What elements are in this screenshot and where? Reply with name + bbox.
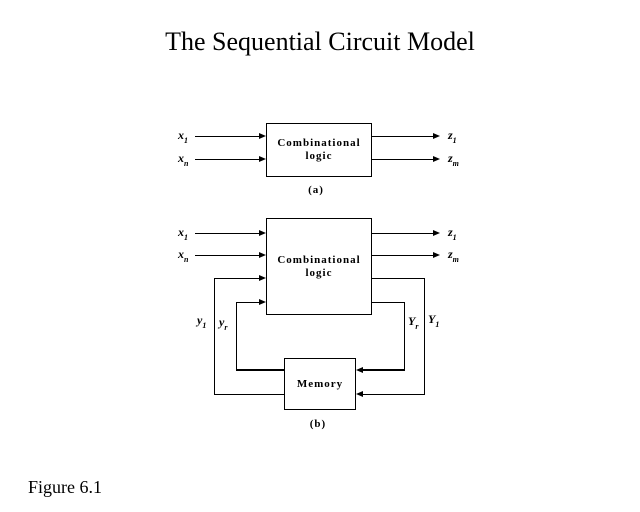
label-z1-b: z1 bbox=[448, 225, 457, 242]
label-x1-b: x1 bbox=[178, 225, 188, 242]
wire-Yr-memory-in bbox=[363, 369, 404, 371]
combinational-logic-box-b-label2: logic bbox=[305, 266, 333, 279]
wire-xn-a bbox=[195, 159, 259, 160]
arrowhead-zm-a bbox=[433, 156, 440, 162]
wire-yr-vertical bbox=[236, 302, 237, 371]
wire-yr-memory-out bbox=[236, 369, 284, 371]
wire-xn-b bbox=[195, 255, 259, 256]
label-y1: y1 bbox=[197, 313, 207, 330]
wire-Y1-memory-in bbox=[363, 394, 424, 395]
arrowhead-z1-b bbox=[433, 230, 440, 236]
wire-x1-b bbox=[195, 233, 259, 234]
arrowhead-zm-b bbox=[433, 252, 440, 258]
wire-zm-b bbox=[372, 255, 433, 256]
arrowhead-xn-a bbox=[259, 156, 266, 162]
arrowhead-x1-a bbox=[259, 133, 266, 139]
wire-z1-b bbox=[372, 233, 433, 234]
wire-Y1-vertical bbox=[424, 278, 425, 395]
wire-x1-a bbox=[195, 136, 259, 137]
arrowhead-Yr-memory bbox=[356, 367, 363, 373]
label-xn-b: xn bbox=[178, 247, 189, 264]
wire-y1-feedback-in bbox=[214, 278, 259, 279]
combinational-logic-box-a-label2: logic bbox=[305, 150, 333, 162]
wire-zm-a bbox=[372, 159, 433, 160]
label-zm-a: zm bbox=[448, 151, 459, 168]
arrowhead-x1-b bbox=[259, 230, 266, 236]
caption-b: (b) bbox=[309, 418, 327, 430]
wire-yr-feedback-in bbox=[236, 302, 259, 303]
arrowhead-Y1-memory bbox=[356, 391, 363, 397]
wire-Yr-vertical bbox=[404, 302, 405, 371]
figure-number: Figure 6.1 bbox=[28, 477, 102, 497]
label-Yr: Yr bbox=[408, 314, 419, 331]
memory-box-label: Memory bbox=[296, 377, 344, 390]
label-zm-b: zm bbox=[448, 247, 459, 264]
wire-Y1-out bbox=[372, 278, 425, 279]
page-title: The Sequential Circuit Model bbox=[165, 27, 475, 56]
caption-a: (a) bbox=[308, 184, 324, 196]
label-xn-a: xn bbox=[178, 151, 189, 168]
label-x1-a: x1 bbox=[178, 128, 188, 145]
arrowhead-yr-feedback bbox=[259, 299, 266, 305]
label-yr: yr bbox=[219, 315, 228, 332]
wire-z1-a bbox=[372, 136, 433, 137]
arrowhead-y1-feedback bbox=[259, 275, 266, 281]
wire-Yr-out bbox=[372, 302, 405, 303]
label-z1-a: z1 bbox=[448, 128, 457, 145]
combinational-logic-box-b-label1: Combinational bbox=[277, 253, 361, 266]
combinational-logic-box-a: Combinational logic bbox=[266, 123, 372, 177]
label-Y1: Y1 bbox=[428, 312, 440, 329]
wire-y1-vertical bbox=[214, 278, 215, 395]
arrowhead-xn-b bbox=[259, 252, 266, 258]
combinational-logic-box-b: Combinational logic bbox=[266, 218, 372, 315]
memory-box: Memory bbox=[284, 358, 356, 410]
wire-y1-memory-out bbox=[214, 394, 284, 395]
arrowhead-z1-a bbox=[433, 133, 440, 139]
combinational-logic-box-a-label1: Combinational bbox=[277, 137, 361, 149]
